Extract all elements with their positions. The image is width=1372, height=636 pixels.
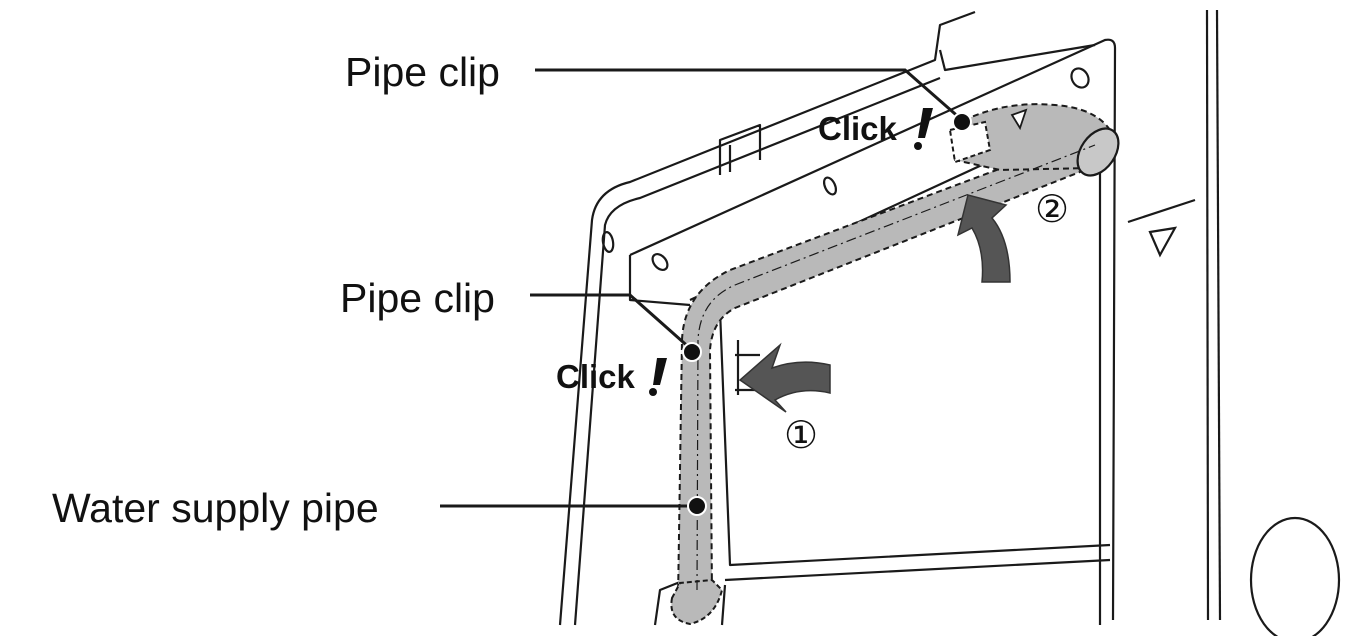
label-pipe-clip-top: Pipe clip	[345, 49, 500, 95]
water-supply-pipe-marker	[687, 496, 707, 516]
triangle-down-icon	[1148, 226, 1178, 258]
curved-arrow-left-icon	[738, 342, 831, 413]
exclamation-icon	[914, 108, 933, 150]
step-1-label: ①	[784, 413, 819, 457]
label-click-left: Click	[556, 358, 635, 395]
curved-arrow-up-icon	[956, 194, 1011, 283]
water-supply-pipe-shape	[670, 103, 1120, 626]
leader-lines	[440, 68, 963, 508]
cabinet-side	[1127, 9, 1341, 636]
exclamation-icon	[649, 358, 667, 396]
leader-line-pipe-clip-left	[530, 293, 693, 352]
label-click-top: Click	[818, 110, 897, 147]
triangle-down-icon	[1010, 108, 1028, 131]
label-water-supply-pipe: Water supply pipe	[52, 485, 379, 531]
pipe-clip-left-marker	[682, 342, 702, 362]
pipe-clip-top-marker	[952, 112, 972, 132]
step-2-label: ②	[1035, 187, 1070, 231]
leader-line-pipe-clip-top	[535, 68, 963, 122]
label-pipe-clip-left: Pipe clip	[340, 275, 495, 321]
